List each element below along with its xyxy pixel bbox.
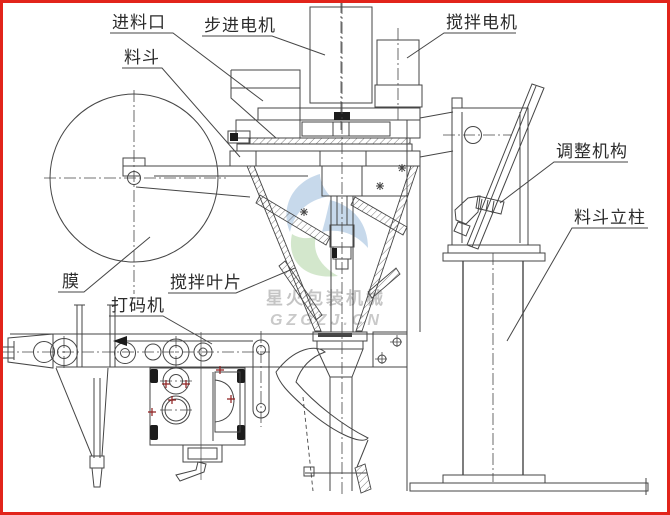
logo-petal-green-bottom	[290, 234, 338, 277]
label-hopper: 料斗	[124, 48, 160, 67]
callout-mixing-motor: 搅拌电机	[406, 13, 518, 59]
callout-feed-inlet: 进料口	[110, 13, 264, 102]
logo-petal-blue-top	[286, 174, 330, 232]
film-path-arrow	[113, 336, 253, 346]
bag-former-collar	[275, 347, 369, 441]
mixing-blade-left	[255, 194, 331, 246]
label-hopper-column: 料斗立柱	[574, 208, 646, 227]
watermark-site-text: GZGZJ.CN	[270, 312, 383, 329]
coding-machine-box	[148, 331, 270, 482]
head-support-bracket	[419, 111, 512, 158]
support-column	[409, 244, 649, 495]
callout-hopper-column: 料斗立柱	[506, 208, 648, 342]
callout-coding-machine: 打码机	[109, 296, 213, 345]
label-feed-inlet: 进料口	[112, 13, 166, 32]
discharge-assembly	[275, 331, 408, 494]
mixing-motor-pedestal	[374, 84, 423, 108]
feed-hopper	[230, 69, 301, 139]
tension-slot	[252, 331, 270, 427]
discharge-funnel	[316, 348, 364, 378]
column-base-plate	[409, 482, 649, 492]
callout-hopper: 料斗	[122, 48, 241, 158]
release-handle	[175, 461, 207, 482]
label-film: 膜	[62, 272, 80, 291]
label-coding-machine: 打码机	[111, 296, 165, 315]
head-hatched-plate	[248, 137, 411, 145]
alignment-marks-red	[148, 366, 235, 416]
machine-head	[227, 107, 421, 167]
adjuster-cluster	[454, 195, 481, 225]
mixing-blade-lower-right	[367, 267, 401, 299]
center-marks	[300, 164, 406, 216]
mixing-blade-right	[350, 196, 408, 236]
logo-petal-blue-right	[322, 200, 368, 248]
arrow-head	[113, 336, 127, 346]
stud-bolts	[74, 304, 118, 367]
print-rollers	[160, 367, 192, 425]
machine-frame	[300, 120, 421, 491]
callouts: 进料口 料斗 步进电机 搅拌电机 调整机构 料斗立柱 膜 打码机	[58, 13, 648, 345]
mixing-cone	[246, 2, 419, 494]
watermark-logo: 星火包装机械 GZGZJ.CN	[266, 174, 386, 329]
side-mount-plate	[372, 331, 408, 368]
roller-row	[33, 336, 213, 368]
callout-film: 膜	[58, 236, 151, 293]
left-wedge-bracket	[7, 333, 54, 369]
cone-wall-right	[355, 165, 419, 332]
right-chamber	[214, 371, 241, 433]
callout-stepper-motor: 步进电机	[202, 16, 326, 56]
watermark-brand-text: 星火包装机械	[266, 288, 386, 308]
callout-mixing-blade: 搅拌叶片	[168, 267, 296, 294]
stepper-motor	[309, 1, 373, 130]
callout-adjust-mechanism: 调整机构	[499, 142, 628, 204]
adjust-lever	[453, 83, 545, 250]
label-adjust-mechanism: 调整机构	[556, 142, 628, 161]
label-stepper-motor: 步进电机	[204, 16, 276, 35]
mixing-blade-lower-left	[278, 260, 323, 321]
label-mixing-blade: 搅拌叶片	[170, 273, 242, 292]
film-roll	[44, 90, 308, 294]
column-base-cap	[442, 474, 546, 484]
mixing-motor	[374, 28, 423, 120]
lower-funnel-bracket	[55, 367, 109, 488]
label-mixing-motor: 搅拌电机	[446, 13, 518, 32]
